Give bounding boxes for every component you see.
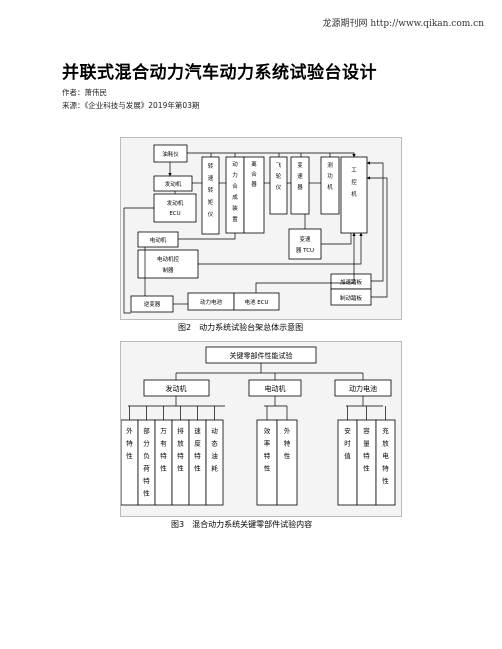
battery-test-label: 时 <box>344 439 351 448</box>
motor-controller-label: 制器 <box>162 266 174 274</box>
transmission-label: 器 <box>297 184 303 191</box>
article-source: 来源：《企业科技与发展》2019年第03期 <box>62 101 200 110</box>
figure-3-diagram: 关键零部件性能试验发动机电动机动力电池外特性部分负荷特性万有特性排放特性速度特性… <box>120 341 402 517</box>
tcu-label: 变速 <box>299 235 311 243</box>
transmission-label: 速 <box>297 173 303 180</box>
battery-test-label: 值 <box>344 451 351 460</box>
engine-test-label: 耗 <box>211 465 218 473</box>
engine-ecu-label: ECU <box>169 211 180 217</box>
motor-label: 电动机 <box>150 236 167 244</box>
battery-test-label: 特 <box>382 464 389 473</box>
power-coupler-label: 置 <box>232 216 238 223</box>
battery-test-label: 量 <box>363 440 370 448</box>
engine-test-label: 放 <box>177 439 184 448</box>
engine-test-label: 外 <box>126 426 133 435</box>
motor-test-label: 性 <box>264 464 271 473</box>
engine-test-label: 特 <box>143 476 150 485</box>
battery-test-label: 电 <box>382 451 389 460</box>
dynamometer-label: 测 <box>327 161 333 169</box>
engine-test-label: 性 <box>160 464 167 473</box>
flywheel-label: 仪 <box>276 184 282 191</box>
power-coupler-label: 动 <box>232 161 238 168</box>
figure-2-caption: 图2 动力系统试验台架总体示意图 <box>178 323 304 332</box>
battery-group-label: 动力电池 <box>349 384 377 393</box>
engine-test-label: 负 <box>143 451 150 460</box>
engine-test-label: 度 <box>194 439 201 448</box>
engine-test-label: 万 <box>160 427 167 435</box>
battery-ecu-label: 电池 ECU <box>244 298 268 306</box>
torque-meter-label: 转 <box>208 186 214 194</box>
site-header: 龙源期刊网 http://www.qikan.com.cn <box>322 19 484 29</box>
root-test-label: 关键零部件性能试验 <box>230 351 293 360</box>
battery-test-label: 性 <box>382 476 389 485</box>
motor-test-label: 性 <box>284 451 291 460</box>
clutch-label: 离 <box>251 160 257 168</box>
torque-meter-label: 速 <box>208 175 214 182</box>
engine-test-label: 排 <box>177 426 184 435</box>
engine-test-label: 有 <box>160 439 167 448</box>
battery-test-label: 特 <box>363 451 370 460</box>
engine-label: 发动机 <box>165 180 182 188</box>
inverter-label: 逆变器 <box>144 300 161 308</box>
engine-test-label: 油 <box>211 451 218 460</box>
engine-test-label: 荷 <box>143 464 150 473</box>
motor-group-label: 电动机 <box>265 384 286 393</box>
flywheel-label: 轮 <box>276 172 282 180</box>
battery-test-label: 性 <box>363 464 370 473</box>
dynamometer-label: 功 <box>327 172 333 180</box>
engine-test-label: 特 <box>177 451 184 460</box>
power-coupler-label: 力 <box>232 171 238 179</box>
motor-test-label: 特 <box>284 439 291 448</box>
engine-test-label: 分 <box>143 439 150 448</box>
motor-test-label: 效 <box>264 426 271 435</box>
engine-test-label: 特 <box>160 451 167 460</box>
engine-test-label: 部 <box>143 426 150 435</box>
torque-meter-label: 转 <box>208 162 214 170</box>
engine-group-label: 发动机 <box>166 384 187 393</box>
industrial-pc-label: 控 <box>351 178 357 186</box>
tcu-label: 器 TCU <box>296 247 314 254</box>
article-title: 并联式混合动力汽车动力系统试验台设计 <box>62 63 377 83</box>
motor-test-label: 外 <box>284 426 291 435</box>
power-coupler-label: 合 <box>232 182 238 190</box>
motor-controller-label: 电动机控 <box>157 255 180 263</box>
dynamometer-label: 机 <box>327 183 333 191</box>
power-coupler-label: 成 <box>232 193 238 201</box>
engine-test-label: 特 <box>194 451 201 460</box>
brake-pedal-label: 制动踏板 <box>340 294 363 302</box>
engine-test-label: 特 <box>126 439 133 448</box>
battery-label: 动力电池 <box>200 298 223 306</box>
engine-test-label: 动 <box>211 427 218 435</box>
transmission-label: 变 <box>297 161 303 169</box>
fuel-meter-label: 油耗仪 <box>162 150 179 158</box>
engine-test-label: 性 <box>194 464 201 473</box>
clutch-label: 器 <box>251 181 257 188</box>
flywheel-label: 飞 <box>276 162 282 169</box>
motor-test-label: 特 <box>264 451 271 460</box>
engine-test-label: 性 <box>126 451 133 460</box>
torque-meter-label: 矩 <box>208 198 214 206</box>
industrial-pc-label: 工 <box>351 167 357 174</box>
battery-test-label: 安 <box>344 426 351 435</box>
engine-test-label: 性 <box>143 489 150 498</box>
motor-test-label: 率 <box>264 439 271 448</box>
engine-ecu-label: 发动机 <box>167 199 184 207</box>
torque-meter-label: 仪 <box>208 211 214 218</box>
figure-3-caption: 图3 混合动力系统关键零部件试验内容 <box>171 520 313 529</box>
engine-test-label: 性 <box>177 464 184 473</box>
engine-test-label: 态 <box>211 439 218 448</box>
power-coupler-label: 装 <box>232 204 238 212</box>
accelerator-pedal-label: 加速踏板 <box>340 278 363 286</box>
battery-test-label: 放 <box>382 439 389 448</box>
industrial-pc-label: 机 <box>351 190 357 198</box>
engine-test-label: 速 <box>194 427 201 435</box>
battery-test-label: 充 <box>382 426 389 435</box>
clutch-label: 合 <box>251 170 257 178</box>
battery-test-label: 容 <box>363 426 370 435</box>
article-author: 作者：萧伟民 <box>62 88 107 97</box>
